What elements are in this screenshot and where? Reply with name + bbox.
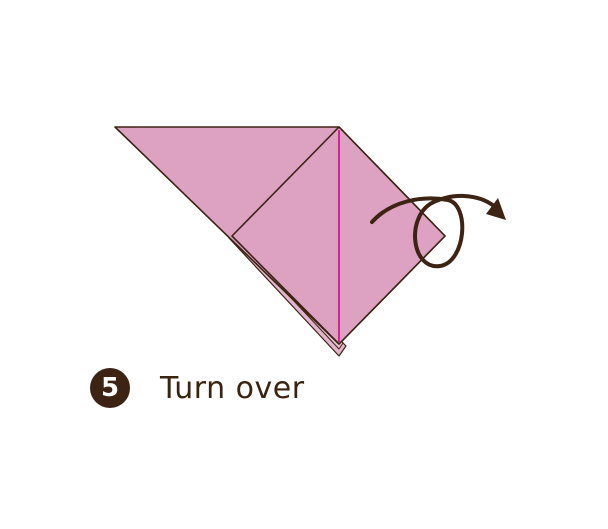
step-instruction: Turn over xyxy=(160,370,305,406)
step-caption: 5 Turn over xyxy=(90,366,305,410)
turn-over-arrow-icon xyxy=(370,193,496,269)
step-number: 5 xyxy=(100,373,120,403)
turn-over-arrowhead xyxy=(486,198,506,220)
step-number-badge: 5 xyxy=(90,368,130,408)
